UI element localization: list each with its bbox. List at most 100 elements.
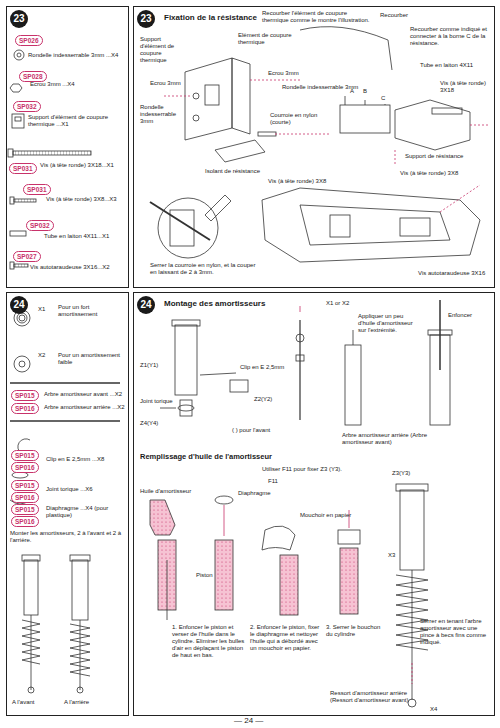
part-label: X2: [38, 352, 45, 359]
part-label: X3: [388, 552, 395, 559]
part-label: Isolant de résistance: [205, 168, 260, 175]
part-code: SP015: [15, 392, 35, 399]
part-label: Support d'élément de coupure thermique: [140, 36, 184, 64]
part-label: Arbre amortisseur arrière ...X2: [44, 404, 128, 411]
part-code-tag: SP015: [11, 504, 39, 515]
part-label: Recourber: [380, 12, 408, 19]
part-code: SP015: [15, 452, 35, 459]
part-label: Rondelle indesserrable 3mm ...X4: [28, 52, 126, 59]
part-label: Support de résistance: [405, 153, 463, 160]
part-code-tag: SP015: [11, 390, 39, 401]
part-code: SP032: [30, 222, 50, 229]
part-label: X4: [430, 706, 437, 713]
part-label: Vis (à tête ronde) 3X18: [440, 80, 492, 94]
part-label: Pour un fort amortissement: [58, 304, 124, 318]
part-code-tag: SP026: [15, 35, 43, 46]
part-code: SP026: [19, 37, 39, 44]
part-code-tag: SP016: [11, 462, 39, 473]
part-label: Appliquer un peu d'huile d'amortisseur s…: [358, 313, 422, 334]
page-number: — 24 —: [234, 717, 263, 724]
part-code-tag: SP016: [11, 492, 39, 503]
part-label: Ecrou 3mm: [150, 80, 181, 87]
part-label: F11: [268, 478, 278, 485]
part-code-tag: SP031: [23, 184, 51, 195]
part-label: 2. Enfoncer le piston, fixer le diaphrag…: [250, 624, 324, 652]
part-label: Vis (à tête ronde) 3X8: [400, 170, 458, 177]
part-code: SP027: [17, 253, 37, 260]
part-label: Ressort d'amortisseur arrière (Ressort d…: [330, 690, 430, 704]
part-label: Monter les amortisseurs, 2 à l'avant et …: [10, 530, 122, 544]
part-label: A l'arrière: [64, 699, 89, 706]
part-label: Arbre amortisseur avant ...X2: [44, 391, 128, 398]
part-label: Rondelle indesserrable 3mm: [282, 84, 358, 91]
step-number: 23: [137, 10, 155, 28]
step-panel: 23SP026SP028SP032SP031SP031SP032SP027: [6, 6, 129, 288]
part-code: SP032: [17, 103, 37, 110]
part-label: Joint torique: [140, 398, 173, 405]
part-label: Joint torique ...X6: [46, 486, 126, 493]
section-heading: Remplissage d'huile de l'amortisseur: [140, 452, 272, 461]
step-panel: 23 Fixation de la résistance: [133, 6, 495, 288]
part-code: SP015: [15, 482, 35, 489]
part-label: Z3(Y3): [392, 470, 410, 477]
part-label: A l'avant: [12, 699, 35, 706]
part-label: Vis (à tête ronde) 3X18...X1: [40, 162, 126, 169]
part-label: C: [381, 95, 385, 102]
part-label: Diaphragme ...X4 (pour plastique): [46, 505, 126, 519]
part-code: SP016: [15, 494, 35, 501]
part-label: Mouchoir en papier: [300, 512, 351, 519]
step-number: 24: [10, 296, 28, 314]
step-number: 24: [137, 296, 155, 314]
part-label: Vis (à tête ronde) 3X8...X3: [46, 196, 126, 203]
part-label: Serrer en tenant l'arbre amortisseur ave…: [420, 618, 492, 646]
step-number: 23: [10, 10, 28, 28]
part-label: Tube en laiton 4X11...X1: [44, 233, 126, 240]
part-label: A: [350, 88, 354, 95]
part-code-tag: SP016: [11, 403, 39, 414]
part-label: Piston: [196, 572, 213, 579]
part-code-tag: SP032: [13, 101, 41, 112]
part-label: X1: [38, 306, 45, 313]
part-label: Recourber comme indiqué et connecter à l…: [410, 26, 492, 47]
part-label: Diaphragme: [238, 490, 271, 497]
part-code: SP031: [27, 186, 47, 193]
part-label: Vis autotaraudeuse 3X16: [418, 270, 485, 277]
part-label: Tube en laiton 4X11: [420, 62, 473, 69]
part-label: Support d'élément de coupure thermique .…: [28, 114, 126, 128]
part-label: Arbre amortisseur arrière (Arbre amortis…: [342, 432, 454, 446]
part-label: Z1(Y1): [140, 362, 158, 369]
part-code: SP016: [15, 464, 35, 471]
part-label: Huile d'amortisseur: [140, 488, 191, 495]
part-code-tag: SP015: [11, 480, 39, 491]
part-label: Serrer la courroie en nylon, et la coupe…: [150, 262, 260, 276]
part-code-tag: SP031: [9, 163, 37, 174]
part-label: 1. Enfoncer le piston et verser de l'hui…: [172, 624, 246, 659]
part-label: 3. Serrer le bouchon du cylindre: [326, 624, 386, 638]
part-label: Enfoncer: [448, 312, 472, 319]
part-label: X1 or X2: [326, 300, 349, 307]
part-label: B: [363, 88, 367, 95]
part-code: SP016: [15, 518, 35, 525]
part-code: SP016: [15, 405, 35, 412]
part-label: Utiliser F11 pour fixer Z3 (Y3).: [262, 466, 342, 473]
step-title: Montage des amortisseurs: [164, 299, 265, 308]
part-code: SP015: [15, 506, 35, 513]
part-code-tag: SP015: [11, 450, 39, 461]
part-code: SP028: [23, 73, 43, 80]
part-label: Ecrou 3mm: [268, 70, 299, 77]
part-code: SP031: [13, 165, 33, 172]
part-label: Clip en E 2,5mm ...X8: [46, 456, 126, 463]
part-label: Rondelle indesserrable 3mm: [140, 104, 184, 125]
part-code-tag: SP027: [13, 251, 41, 262]
part-label: Courroie en nylon (courte): [270, 112, 322, 126]
part-label: Vis (à tête ronde) 3X8: [268, 178, 326, 185]
part-label: Ecrou 3mm ...X4: [30, 81, 90, 88]
part-label: Recourber l'élément de coupure thermique…: [262, 10, 374, 24]
step-title: Fixation de la résistance: [164, 13, 257, 22]
part-label: Clip en E 2,5mm: [240, 364, 284, 371]
part-label: Z2(Y2): [254, 396, 272, 403]
part-label: Z4(Y4): [140, 420, 158, 427]
part-label: ( ) pour l'avant: [232, 427, 270, 434]
part-label: Elément de coupure thermique: [238, 32, 300, 46]
part-label: Pour un amortissement faible: [58, 352, 124, 366]
